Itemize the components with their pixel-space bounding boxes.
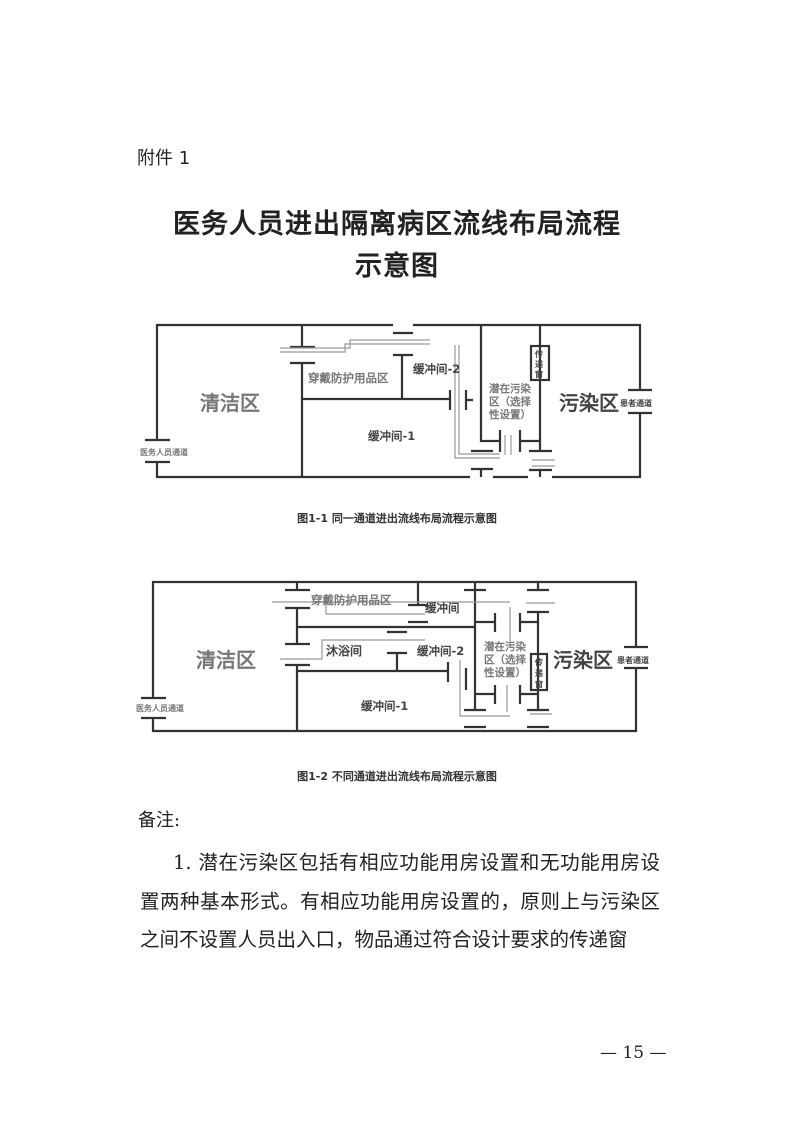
fig2-potential-zone-label-3: 性设置） [484,666,526,679]
pass-window-label: 传 [534,349,543,359]
fig2-buffer-1-label: 缓冲间-1 [361,699,408,713]
buffer-2-label: 缓冲间-2 [413,362,460,376]
notes-heading: 备注: [138,810,181,831]
fig2-buffer-label: 缓冲间 [425,601,460,615]
fig2-clean-zone-label: 清洁区 [196,648,256,672]
contaminated-zone-label: 污染区 [559,391,619,415]
attachment-label: 附件 1 [137,148,191,169]
pass-window-label-2: 递 [535,359,543,369]
note-1-paragraph: 1. 潜在污染区包括有相应功能用房设置和无功能用房设置两种基本形式。有相应功能用… [140,851,660,951]
fig2-pass-window-label: 传 [534,657,543,667]
fig2-pass-window-label-2: 递 [535,668,543,678]
fig2-pass-window-label-3: 窗 [535,679,543,689]
fig2-buffer-2-label: 缓冲间-2 [417,644,464,658]
figure-1-walls [145,323,652,479]
clean-zone-label: 清洁区 [200,391,260,415]
fig2-patient-passage-label: 患者通道 [617,655,649,665]
document-title: 医务人员进出隔离病区流线布局流程 [173,209,621,240]
figure-1-flow-arrows [280,339,555,467]
staff-passage-label: 医务人员通道 [140,447,188,457]
fig2-shower-label: 沐浴间 [326,643,362,658]
pass-window-label-3: 窗 [535,369,543,379]
fig2-potential-zone-label: 潜在污染 [484,640,526,653]
figure-1-caption: 图1-1 同一通道进出流线布局流程示意图 [297,512,497,525]
fig2-potential-zone-label-2: 区（选择 [484,653,526,666]
potential-zone-label: 潜在污染 [489,382,531,395]
figure-2-walls [141,580,648,733]
potential-zone-label-2: 区（选择 [489,395,531,408]
fig2-staff-passage-label: 医务人员通道 [136,703,184,713]
patient-passage-label: 患者通道 [620,398,652,408]
ppe-area-label: 穿戴防护用品区 [308,371,389,385]
figure-2-caption: 图1-2 不同通道进出流线布局流程示意图 [297,770,497,783]
figure-2-flow-arrows [272,601,555,717]
fig2-contaminated-zone-label: 污染区 [553,648,613,672]
buffer-1-label: 缓冲间-1 [368,429,415,443]
potential-zone-label-3: 性设置） [489,408,531,421]
fig2-ppe-area-label: 穿戴防护用品区 [311,593,392,607]
page-number: — 15 — [600,1043,667,1063]
document-title-line2: 示意图 [355,251,439,282]
